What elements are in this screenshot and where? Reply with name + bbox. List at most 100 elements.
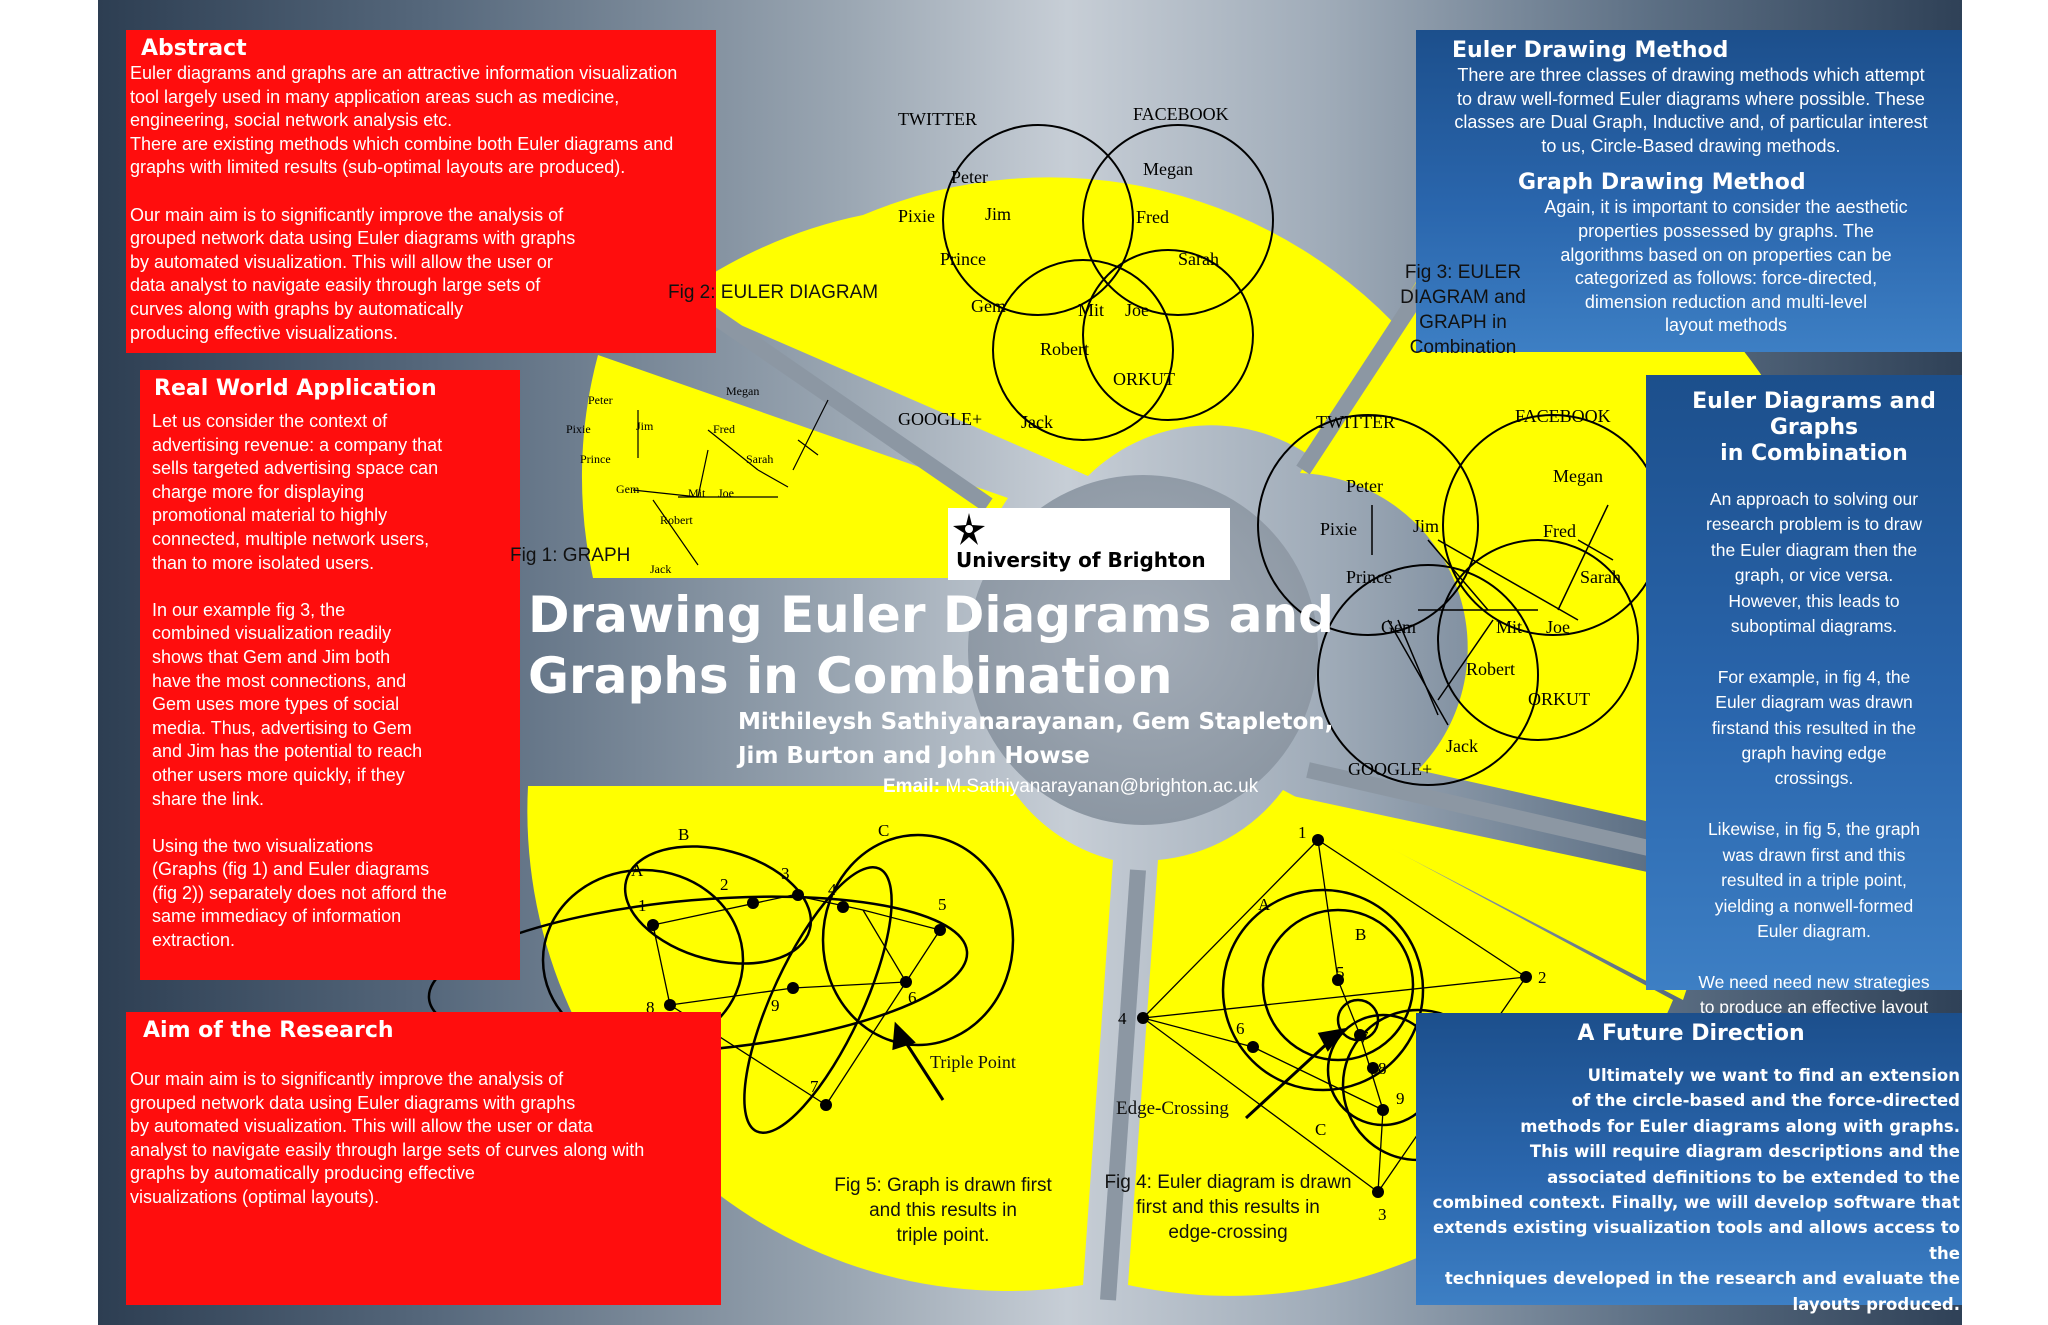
euler-method-heading: Euler Drawing Method [1452,38,1729,63]
svg-text:7: 7 [810,1077,819,1096]
future-body: Ultimately we want to find an extension … [1432,1066,1960,1314]
graph-method-heading: Graph Drawing Method [1518,170,1806,196]
svg-text:Sarah: Sarah [746,452,773,466]
svg-text:4: 4 [828,880,837,899]
future-heading: A Future Direction [1577,1021,1805,1046]
combination-heading: Euler Diagrams and Graphs in Combination [1692,389,1936,466]
svg-text:Joe: Joe [1546,617,1570,637]
real-world-box: Real World Application Let us consider t… [140,370,520,980]
svg-text:Mit: Mit [688,486,706,500]
svg-text:Jim: Jim [985,204,1011,224]
svg-text:5: 5 [938,895,947,914]
fig1-caption: Fig 1: GRAPH [510,545,631,566]
svg-text:6: 6 [908,988,917,1007]
svg-text:Megan: Megan [726,384,759,398]
svg-text:2: 2 [720,875,729,894]
abstract-box: Abstract Euler diagrams and graphs are a… [126,30,716,353]
svg-text:Robert: Robert [1466,659,1515,679]
wheel-sector-fig5 [488,786,1113,1291]
svg-text:Gem: Gem [616,482,640,496]
svg-text:1: 1 [638,896,647,915]
university-name: University of Brighton [956,548,1206,572]
future-box: A Future Direction Ultimately we want to… [1416,1013,1962,1314]
svg-text:9: 9 [1396,1089,1405,1108]
svg-text:TWITTER: TWITTER [898,109,977,129]
svg-text:8: 8 [1378,1059,1387,1078]
svg-text:Jack: Jack [650,562,671,576]
fig4-caption: Fig 4: Euler diagram is drawn first and … [1104,1172,1352,1243]
euler-method-body: There are three classes of drawing metho… [1454,65,1928,156]
fig4-edges [1142,839,1527,1193]
svg-text:TWITTER: TWITTER [1316,412,1395,432]
svg-text:A: A [631,861,644,880]
contact-email: Email: M.Sathiyanarayanan@brighton.ac.uk [883,776,1258,798]
fig2-euler [942,124,1274,441]
university-logo: University of Brighton [948,508,1230,580]
graph-method-body: Again, it is important to consider the a… [1544,197,1908,336]
svg-text:2: 2 [1538,968,1547,987]
svg-text:FACEBOOK: FACEBOOK [1133,104,1229,124]
svg-text:Prince: Prince [580,452,611,466]
drawing-methods-box: Euler Drawing Method There are three cla… [1416,30,1962,352]
svg-text:8: 8 [646,998,655,1017]
svg-text:C: C [1315,1120,1326,1139]
svg-text:7: 7 [1360,1028,1369,1047]
svg-text:Fred: Fred [713,422,735,436]
svg-text:Joe: Joe [1125,300,1149,320]
svg-text:Mit: Mit [1496,617,1522,637]
svg-text:Jim: Jim [636,419,654,433]
svg-text:GOOGLE+: GOOGLE+ [898,409,982,429]
svg-text:Peter: Peter [588,393,613,407]
fig5-triple-arrow [892,1021,945,1101]
poster-authors: Mithileysh Sathiyanarayanan, Gem Staplet… [738,709,1334,769]
svg-text:Megan: Megan [1143,159,1193,179]
combination-box: Euler Diagrams and Graphs in Combination… [1646,375,1962,1017]
abstract-body: Euler diagrams and graphs are an attract… [130,63,678,343]
fig5-nodes [647,889,946,1111]
svg-text:B: B [678,825,689,844]
fig4-crossing-arrow [1244,1027,1347,1120]
fig4-nodes [1137,834,1532,1198]
fig4-labels: ABC 123 456 789 [1118,823,1547,1224]
svg-text:Gem: Gem [1381,617,1416,637]
real-world-heading: Real World Application [154,376,437,401]
svg-text:FACEBOOK: FACEBOOK [1515,406,1611,426]
svg-text:A: A [1258,895,1271,914]
svg-text:Sarah: Sarah [1580,567,1621,587]
wheel-sector-fig4b [1288,795,1708,1000]
svg-text:Gem: Gem [971,296,1006,316]
fig5-caption: Fig 5: Graph is drawn first and this res… [834,1175,1052,1246]
fig2-caption: Fig 2: EULER DIAGRAM [668,282,879,303]
svg-text:Jack: Jack [1446,736,1478,756]
fig4-annotation: Edge-Crossing [1116,1098,1229,1119]
aim-body: Our main aim is to significantly improve… [130,1069,645,1207]
svg-text:9: 9 [771,996,780,1015]
svg-text:Sarah: Sarah [1178,249,1219,269]
aim-heading: Aim of the Research [143,1018,394,1043]
svg-text:GOOGLE+: GOOGLE+ [1348,759,1432,779]
svg-text:Robert: Robert [1040,339,1089,359]
svg-text:Pixie: Pixie [898,206,935,226]
svg-text:Robert: Robert [660,513,693,527]
abstract-heading: Abstract [141,36,247,61]
svg-text:Peter: Peter [1346,476,1383,496]
svg-text:B: B [1355,925,1366,944]
fig1-labels: Peter Megan Pixie Jim Fred Prince Sarah Gem M… [566,384,773,576]
aim-box: Aim of the Research Our main aim is to s… [126,1012,721,1305]
poster-title: Drawing Euler Diagrams and Graphs in Com… [528,586,1334,705]
svg-text:Jack: Jack [1021,412,1053,432]
svg-text:C: C [878,821,889,840]
svg-text:6: 6 [1236,1019,1245,1038]
svg-text:3: 3 [1378,1205,1387,1224]
email-label: Email: [883,776,941,797]
svg-text:Megan: Megan [1553,466,1603,486]
svg-text:Prince: Prince [940,249,986,269]
svg-text:Peter: Peter [951,167,988,187]
svg-text:Fred: Fred [1136,207,1169,227]
wheel-sector-top [673,177,1418,476]
svg-text:Joe: Joe [718,486,734,500]
svg-text:Pixie: Pixie [566,422,591,436]
svg-text:Pixie: Pixie [1320,519,1357,539]
